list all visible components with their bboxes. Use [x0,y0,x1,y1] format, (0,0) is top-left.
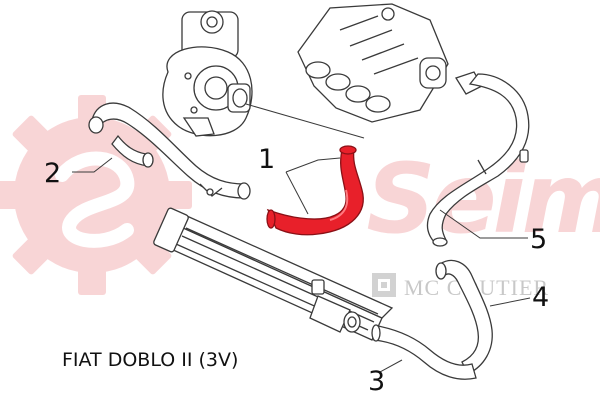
callout-4: 4 [532,282,549,313]
intercooler [153,207,394,341]
intake-manifold [297,3,449,123]
hose-5 [426,71,530,247]
callout-3: 3 [368,366,385,397]
leader-lines [72,103,531,373]
mc-coutier-logo-icon [372,273,396,297]
hose-3 [371,324,477,380]
callout-1: 1 [258,144,275,175]
callout-5: 5 [530,224,547,255]
svg-text:Seim: Seim [366,143,600,255]
seim-watermark-text: Seim [366,143,600,255]
hose-2 [88,102,251,200]
hose-1-highlighted [266,145,364,236]
callout-2: 2 [44,158,61,189]
vehicle-caption: FIAT DOBLO II (3V) [62,349,239,371]
turbocharger [162,10,253,137]
